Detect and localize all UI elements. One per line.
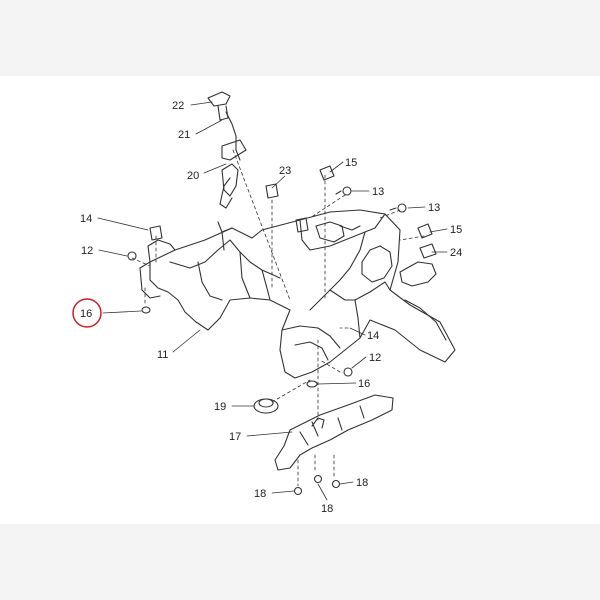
callout-16-right: 16 [358, 378, 370, 390]
assembly-dashed-lines [131, 149, 425, 487]
callout-20: 20 [187, 170, 199, 182]
diagram-sheet [0, 76, 600, 524]
callout-labels: 22 21 20 23 15 13 13 14 12 15 24 16 11 1… [80, 100, 462, 515]
callout-21: 21 [178, 129, 190, 141]
callout-15-top: 15 [345, 157, 357, 169]
callout-18-left: 18 [254, 488, 266, 500]
callout-24: 24 [450, 247, 462, 259]
clip-part-left [149, 225, 163, 241]
callout-22: 22 [172, 100, 184, 112]
grommet-parts [141, 306, 318, 388]
screw-parts [293, 474, 341, 496]
clip-part-24 [419, 243, 437, 259]
main-bracket-part [139, 209, 456, 379]
callout-14-left: 14 [80, 213, 92, 225]
callout-11: 11 [157, 349, 168, 361]
callout-23: 23 [279, 165, 291, 177]
round-button-part [253, 398, 279, 414]
callout-16-highlighted: 16 [80, 308, 92, 320]
callout-19: 19 [214, 401, 226, 413]
highlight-circle [72, 298, 102, 328]
callout-15-right: 15 [450, 224, 462, 236]
callout-17: 17 [229, 431, 241, 443]
clip-nut-parts [265, 165, 433, 239]
callout-12-right: 12 [369, 352, 381, 364]
lower-panel-part [274, 394, 394, 471]
callout-18-bottom: 18 [321, 503, 333, 515]
latch-assembly-parts [207, 91, 247, 209]
callout-13-top: 13 [372, 186, 384, 198]
callout-12-left: 12 [81, 245, 93, 257]
callout-18-right: 18 [356, 477, 368, 489]
leader-lines [97, 101, 448, 501]
callout-14-right: 14 [367, 330, 379, 342]
bolt-parts [127, 186, 407, 377]
callout-13-right: 13 [428, 202, 440, 214]
